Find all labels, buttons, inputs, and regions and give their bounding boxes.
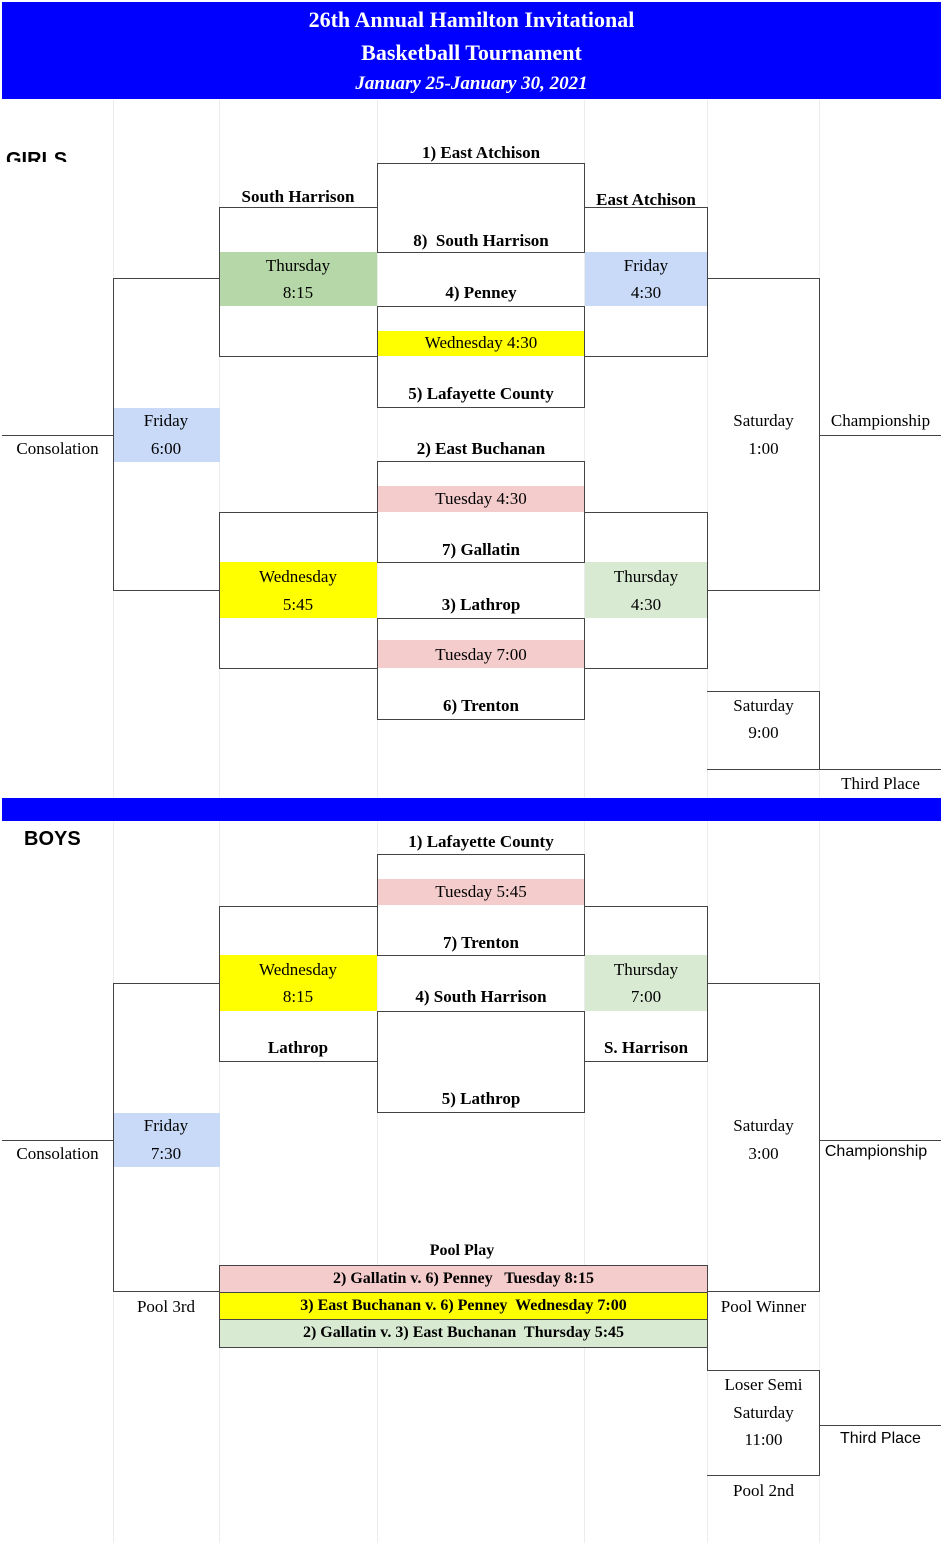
girls-semi4-time: 4:30 [630,595,662,614]
tournament-title-line1: 26th Annual Hamilton Invitational [308,7,635,32]
girls-seed-4: 4) Penney [445,283,517,302]
boys-semi2-day: Thursday [613,960,679,979]
girls-semi2-time: 5:45 [282,595,314,614]
girls-consolation-day: Friday [143,411,189,430]
pool-3rd-label: Pool 3rd [136,1297,196,1316]
boys-semi2-cell [585,955,707,1011]
girls-seed-6: 6) Trenton [442,696,520,715]
girls-third-day: Saturday [733,696,794,715]
boys-consolation-day: Friday [143,1116,189,1135]
girls-consolation-label: Consolation [16,439,99,458]
title-banner [2,2,941,99]
girls-game2-cell [378,486,584,512]
boys-semi1-time: 8:15 [282,987,314,1006]
boys-seed-7: 7) Trenton [442,933,520,952]
girls-third-time: 9:00 [748,723,779,742]
girls-championship-label: Championship [830,411,931,430]
girls-winner-right-top: East Atchison [596,190,696,209]
boys-game1-time: Tuesday 5:45 [435,882,527,901]
girls-seed-7: 7) Gallatin [442,540,520,559]
pool-play-title: Pool Play [429,1242,495,1259]
girls-seed-2: 2) East Buchanan [416,439,546,458]
boys-championship-time: 3:00 [748,1144,779,1163]
tournament-dates: January 25-January 30, 2021 [355,73,588,94]
girls-game3-cell [378,640,584,668]
boys-consolation-label: Consolation [16,1144,99,1163]
pool-game-2: 3) East Buchanan v. 6) Penney Wednesday … [219,1292,708,1320]
girls-game1-cell [378,331,584,356]
boys-winner-right: S. Harrison [603,1038,689,1057]
girls-seed-8: 8) South Harrison [413,231,549,250]
boys-consolation-time: 7:30 [150,1144,182,1163]
boys-semi2-time: 7:00 [630,987,662,1006]
girls-game3-time: Tuesday 7:00 [435,645,527,664]
girls-championship-time: 1:00 [748,439,779,458]
boys-consolation-cell [114,1113,220,1167]
pool-winner-label: Pool Winner [720,1297,807,1316]
girls-semi3-cell [585,252,707,306]
girls-semi1-cell [220,252,377,306]
girls-consolation-cell [114,408,220,462]
girls-heading: GIRLS [6,149,68,162]
boys-seed-1: 1) Lafayette County [408,832,554,851]
girls-semi3-day: Friday [623,256,669,275]
pool-game-1: 2) Gallatin v. 6) Penney Tuesday 8:15 [219,1265,708,1293]
section-divider [2,798,941,821]
pool-game-3: 2) Gallatin v. 3) East Buchanan Thursday… [219,1319,708,1348]
boys-semi1-day: Wednesday [259,960,337,979]
girls-semi2-day: Wednesday [259,567,337,586]
boys-third-place-label: Third Place [840,1430,921,1447]
boys-seed-5: 5) Lathrop [441,1089,521,1108]
girls-semi4-cell [585,562,707,618]
boys-third-time: 11:00 [744,1430,783,1449]
girls-seed-3: 3) Lathrop [441,595,521,614]
girls-semi1-time: 8:15 [282,283,314,302]
girls-championship-day: Saturday [733,411,794,430]
girls-semi2-cell [220,562,377,618]
girls-semi1-day: Thursday [265,256,331,275]
boys-third-day: Saturday [733,1403,794,1422]
girls-consolation-time: 6:00 [150,439,182,458]
boys-winner-left: Lathrop [267,1038,329,1057]
girls-semi3-time: 4:30 [630,283,662,302]
girls-seed-1: 1) East Atchison [421,143,541,162]
boys-game1-cell [378,879,584,905]
tournament-title-line2: Basketball Tournament [361,40,582,65]
boys-seed-4: 4) South Harrison [415,987,547,1006]
boys-third-loser-semi: Loser Semi [724,1375,803,1394]
girls-game2-time: Tuesday 4:30 [435,489,527,508]
boys-championship-day: Saturday [733,1116,794,1135]
pool-2nd-label: Pool 2nd [733,1481,794,1500]
girls-game1-time: Wednesday 4:30 [424,333,538,352]
boys-heading: BOYS [24,828,81,850]
girls-third-place-label: Third Place [841,774,920,793]
girls-semi4-day: Thursday [613,567,679,586]
boys-semi1-cell [220,955,377,1011]
boys-championship-label: Championship [824,1143,928,1160]
girls-winner-left-top: South Harrison [241,187,355,206]
girls-seed-5: 5) Lafayette County [408,384,554,403]
